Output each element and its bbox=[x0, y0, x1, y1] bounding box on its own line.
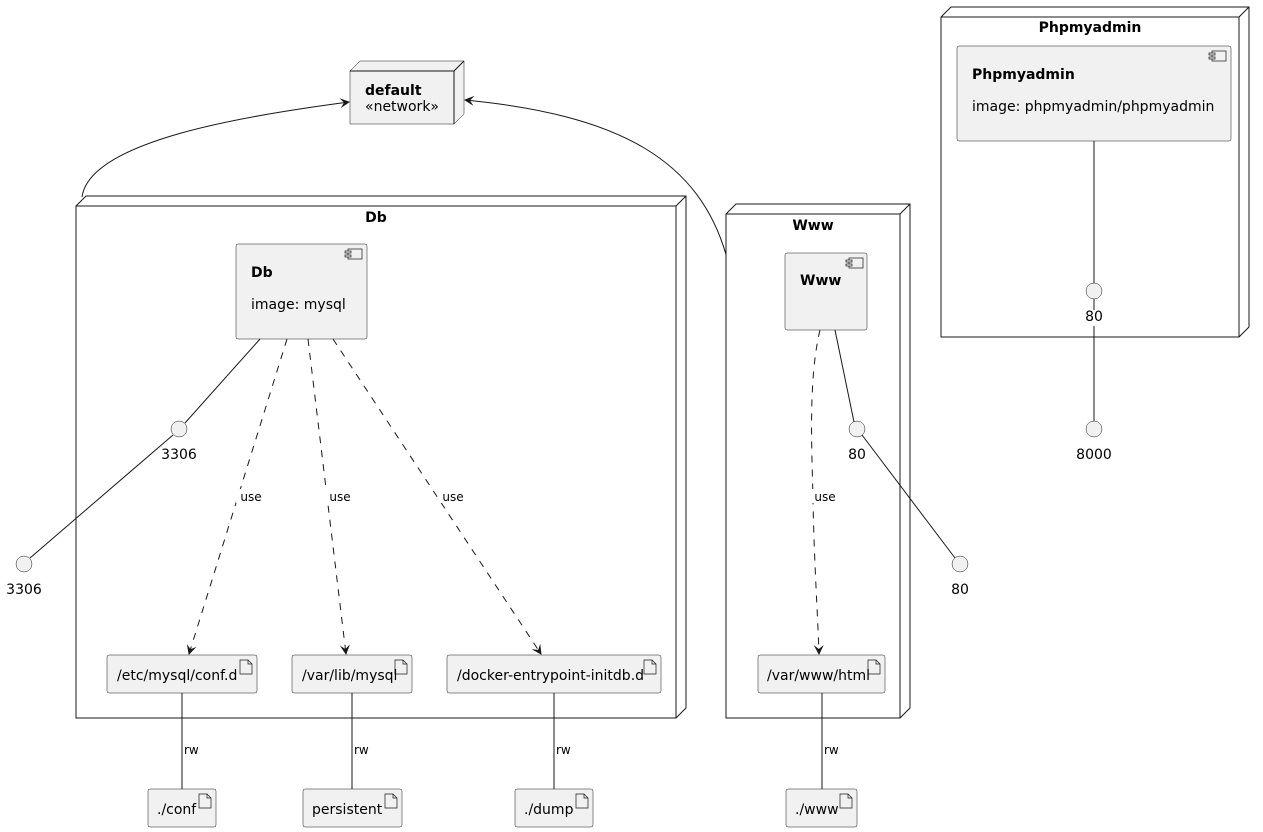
port-www-external bbox=[951, 555, 969, 573]
host-volume-name: ./conf bbox=[157, 802, 197, 818]
use-label-lib: use bbox=[329, 490, 350, 504]
host-volume-name: ./dump bbox=[524, 802, 574, 818]
rw-label-conf: rw bbox=[184, 743, 199, 757]
node-phpmyadmin-title: Phpmyadmin bbox=[1039, 20, 1142, 36]
port-db-external-label: 3306 bbox=[6, 582, 42, 598]
network-stereotype: «network» bbox=[365, 99, 439, 115]
port-db-internal-label: 3306 bbox=[161, 447, 197, 463]
rw-label-dump: rw bbox=[556, 743, 571, 757]
host-volume-dump: ./dump bbox=[514, 788, 594, 828]
volume-docker-entrypoint-initdb: /docker-entrypoint-initdb.d bbox=[446, 654, 662, 694]
node-www-title: Www bbox=[792, 218, 833, 234]
component-www-name: Www bbox=[800, 273, 841, 289]
www-network-link bbox=[464, 95, 728, 259]
port-db-external bbox=[15, 555, 33, 573]
node-www: Www Www 80 use /var/www/html bbox=[725, 203, 911, 719]
component-db-name: Db bbox=[251, 265, 273, 281]
component-db-image: image: mysql bbox=[251, 297, 346, 313]
use-edge-initdb bbox=[332, 338, 542, 655]
rw-label-persistent: rw bbox=[354, 743, 369, 757]
volume-etc-mysql-conf: /etc/mysql/conf.d bbox=[106, 654, 258, 694]
component-phpmyadmin: Phpmyadmin image: phpmyadmin/phpmyadmin bbox=[956, 45, 1232, 142]
volume-path: /etc/mysql/conf.d bbox=[117, 668, 237, 684]
volume-path: /var/www/html bbox=[767, 668, 870, 684]
network-name: default bbox=[365, 83, 422, 99]
host-volume-conf: ./conf bbox=[147, 788, 217, 828]
port-www-external-label: 80 bbox=[951, 582, 969, 598]
volume-var-lib-mysql: /var/lib/mysql bbox=[291, 654, 413, 694]
volume-path: /docker-entrypoint-initdb.d bbox=[457, 668, 644, 684]
port-phpmyadmin-internal bbox=[1085, 282, 1103, 300]
volume-var-www-html: /var/www/html bbox=[757, 654, 886, 694]
use-label-conf: use bbox=[240, 490, 261, 504]
component-www: Www bbox=[784, 252, 868, 331]
port-www-internal bbox=[848, 420, 866, 438]
network-node-default: default «network» bbox=[349, 60, 465, 125]
db-network-link bbox=[81, 98, 350, 198]
port-phpmyadmin-external-label: 8000 bbox=[1076, 447, 1112, 463]
node-db: Db Db image: mysql 3306 use use use /etc… bbox=[75, 195, 687, 719]
port-www-internal-label: 80 bbox=[848, 447, 866, 463]
volume-path: /var/lib/mysql bbox=[302, 668, 397, 684]
use-label-initdb: use bbox=[442, 490, 463, 504]
component-phpmyadmin-image: image: phpmyadmin/phpmyadmin bbox=[972, 99, 1214, 115]
use-label-www: use bbox=[814, 490, 835, 504]
port-phpmyadmin-external bbox=[1085, 420, 1103, 438]
rw-label-www: rw bbox=[824, 743, 839, 757]
port-phpmyadmin-internal-label: 80 bbox=[1085, 309, 1103, 325]
host-volume-www: ./www bbox=[785, 788, 858, 828]
port-db-internal bbox=[170, 420, 188, 438]
component-phpmyadmin-name: Phpmyadmin bbox=[972, 67, 1075, 83]
host-volume-persistent: persistent bbox=[302, 788, 403, 828]
component-db: Db image: mysql bbox=[235, 243, 368, 340]
node-phpmyadmin: Phpmyadmin Phpmyadmin image: phpmyadmin/… bbox=[940, 6, 1250, 338]
node-db-title: Db bbox=[365, 210, 387, 226]
host-volume-name: persistent bbox=[312, 802, 383, 818]
host-volume-name: ./www bbox=[795, 802, 839, 818]
